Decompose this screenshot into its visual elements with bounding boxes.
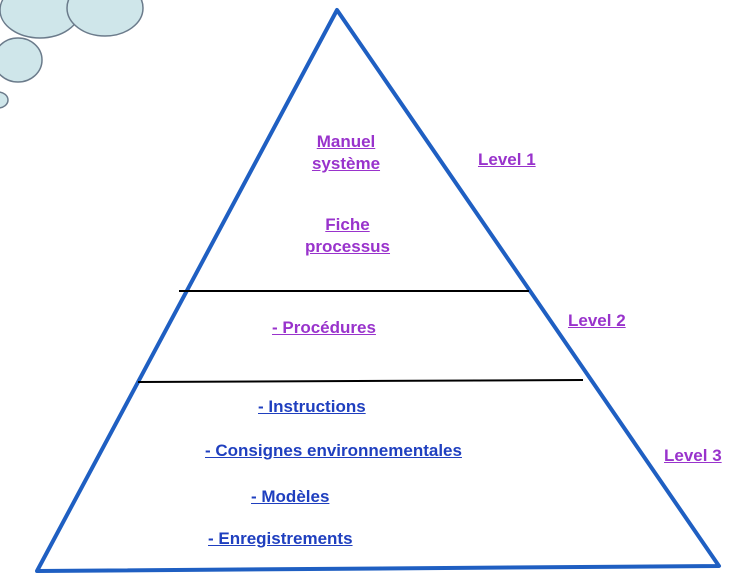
level-divider-2 [137, 379, 584, 383]
cloud-shape [0, 0, 144, 109]
link-instructions[interactable]: - Instructions [258, 397, 366, 416]
link-enregistrements[interactable]: - Enregistrements [208, 529, 353, 548]
level-2-label[interactable]: Level 2 [568, 311, 626, 330]
link-modeles[interactable]: - Modèles [251, 487, 330, 506]
link-manuel-systeme[interactable]: Manuel système [311, 132, 381, 173]
link-procedures[interactable]: - Procédures [272, 318, 376, 337]
level-3-label[interactable]: Level 3 [664, 446, 722, 465]
link-fiche-processus[interactable]: Fiche processus [304, 215, 391, 256]
link-consignes-environnementales[interactable]: - Consignes environnementales [205, 441, 462, 460]
level-1-label[interactable]: Level 1 [478, 150, 536, 169]
